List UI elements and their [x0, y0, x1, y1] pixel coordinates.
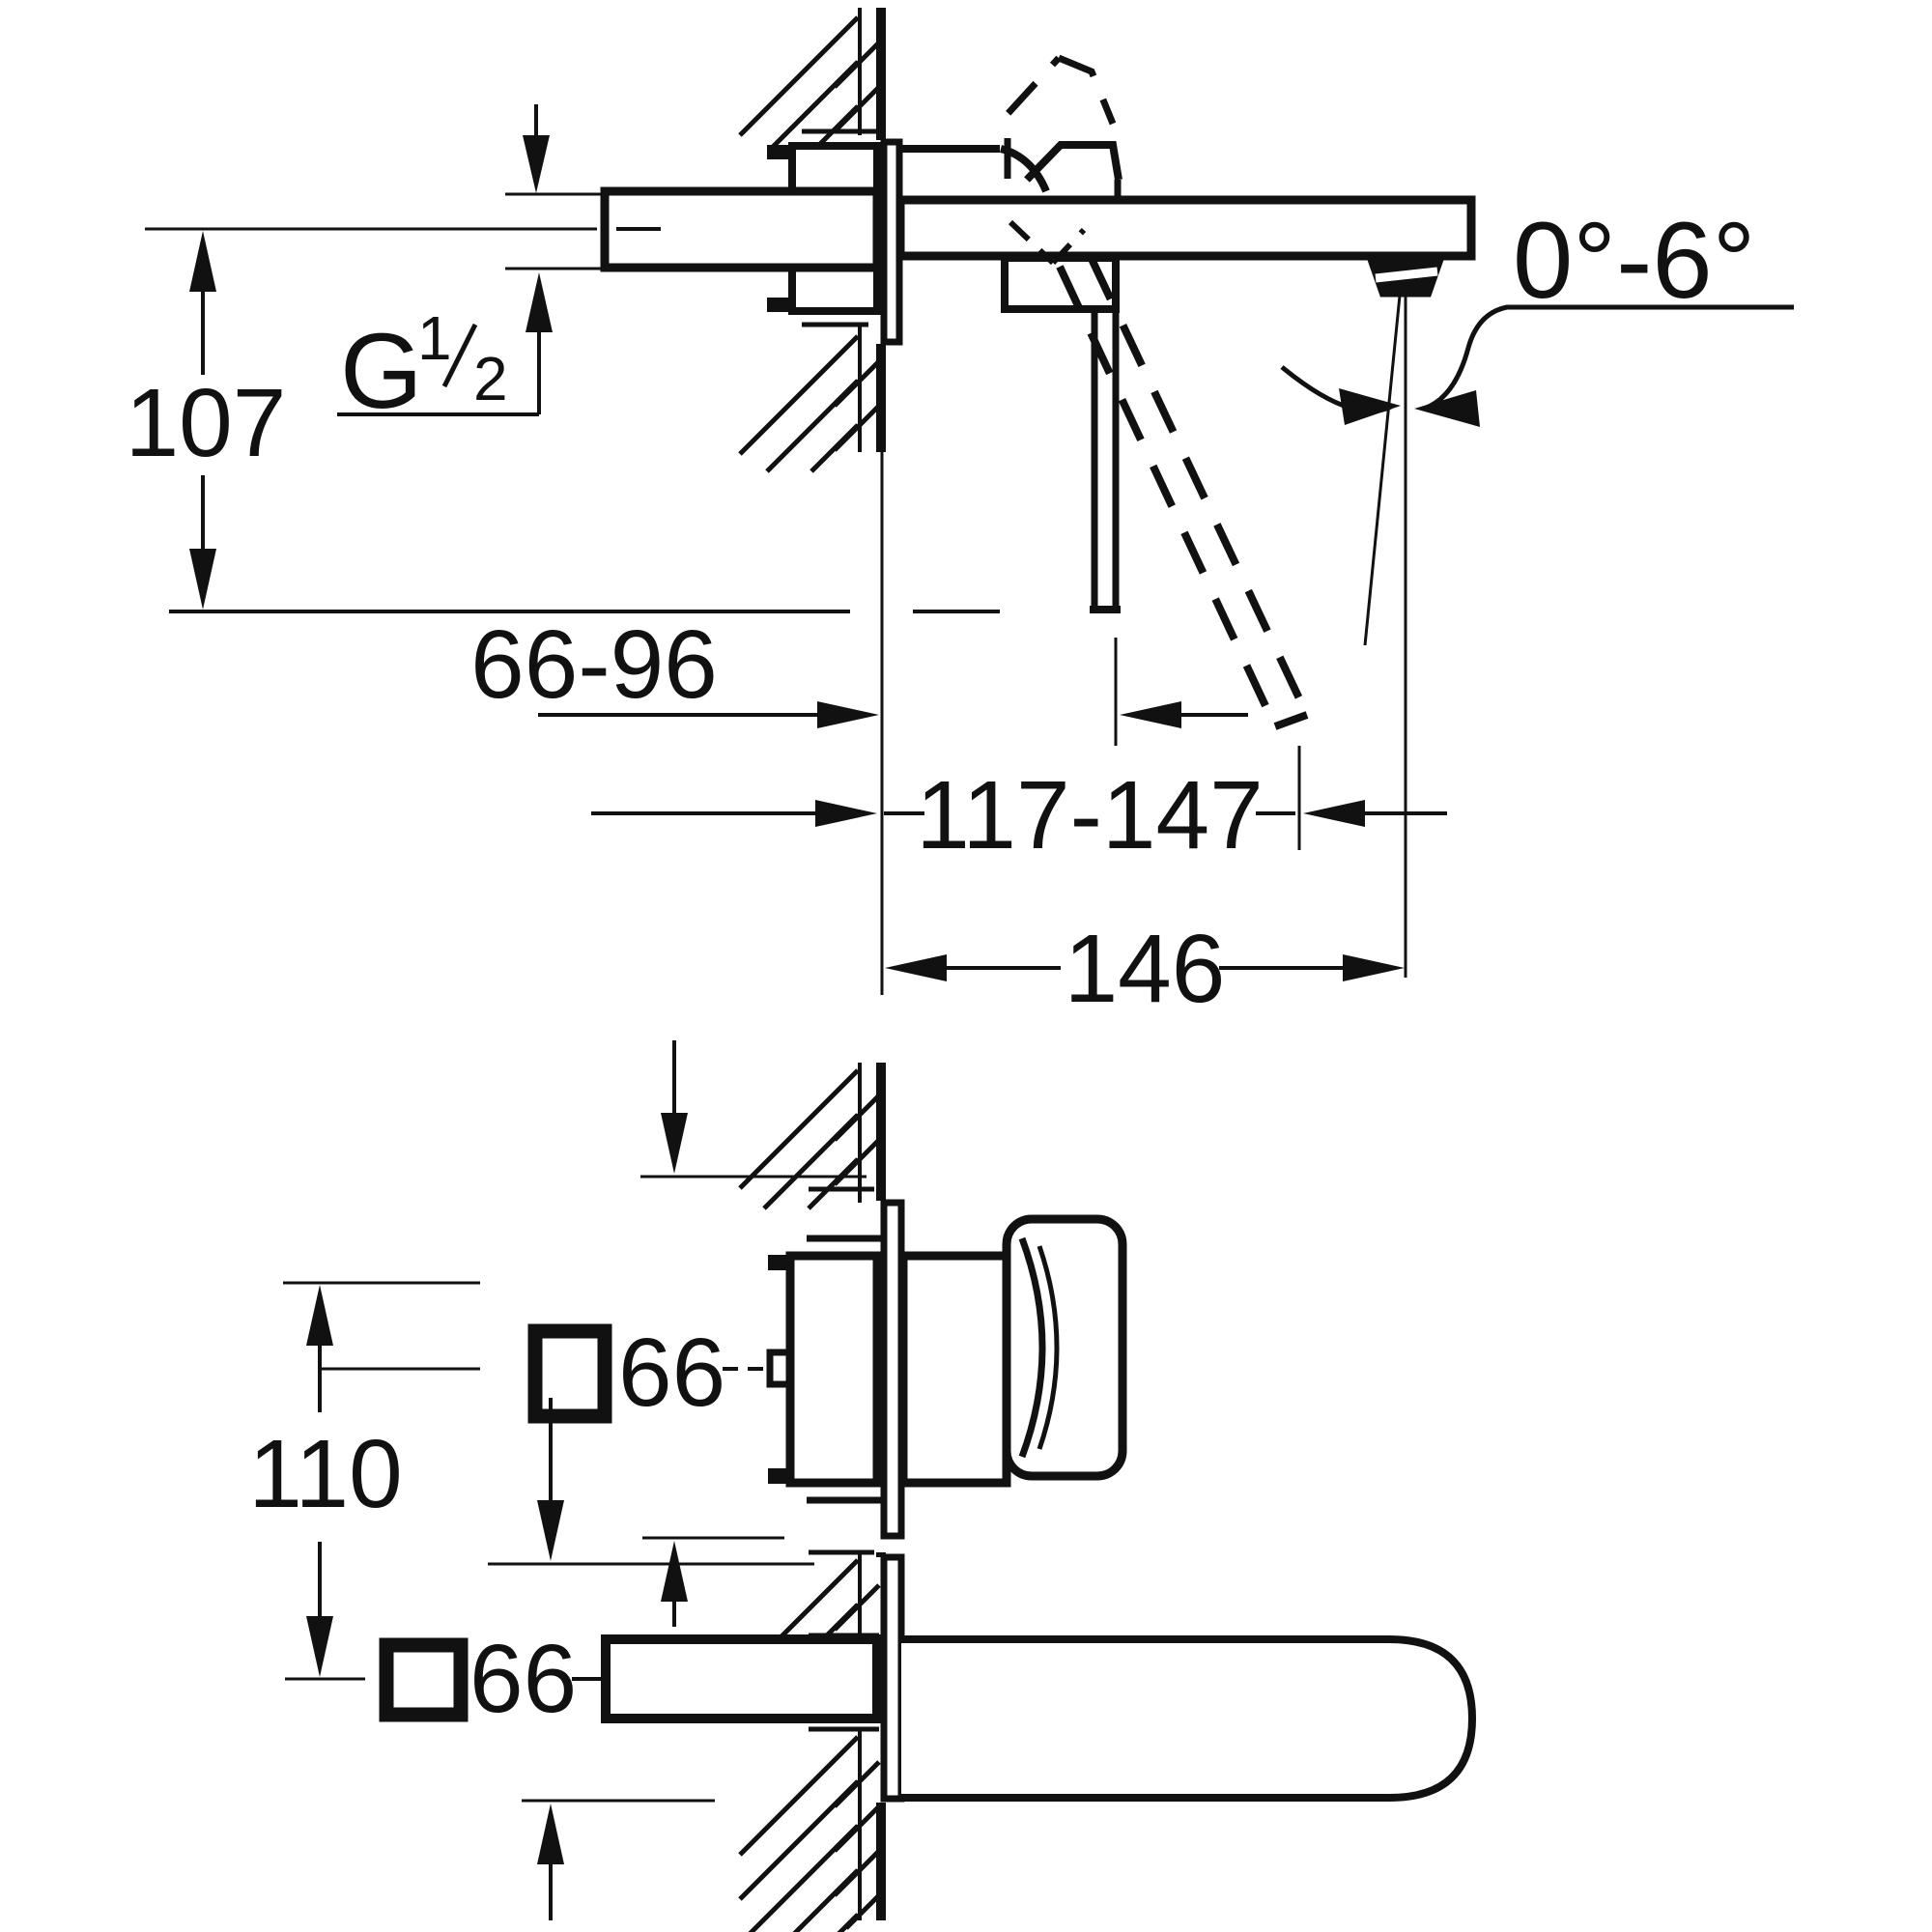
spout-bar [901, 1635, 1477, 1802]
rosette-66-callout-top: 66 [527, 1319, 725, 1427]
dimension-107: 107 [126, 227, 1000, 613]
dim-66-top-text: 66 [618, 1319, 725, 1427]
dim-66-96-text: 66-96 [470, 611, 718, 719]
dimension-146: 146 [885, 915, 1405, 1023]
body-column [1001, 254, 1121, 613]
lever-raised-dashed [1004, 54, 1117, 179]
knob-arc-2 [1037, 1245, 1060, 1450]
supply-pipe [145, 186, 882, 272]
dimension-110: 110 [248, 1281, 480, 1681]
wall-lines [802, 8, 886, 1920]
dimension-66-96: 66-96 [470, 611, 1248, 746]
dim-110-text: 110 [248, 1420, 402, 1528]
knob-arc-1 [1018, 1236, 1046, 1459]
dim-107-text: 107 [126, 369, 287, 477]
lever-lowered-dashed [1056, 257, 1311, 730]
handle-rosette-side [880, 1199, 905, 1540]
lever-pivot-dashed-detail [1008, 219, 1087, 266]
square-symbol-top [527, 1323, 612, 1424]
spout-stub [601, 1634, 882, 1723]
spout [895, 195, 1476, 261]
dimension-117-147: 117-147 [591, 746, 1447, 869]
dim-146-text: 146 [1065, 915, 1226, 1023]
set-screw [766, 1349, 793, 1388]
dim-117-147-text: 117-147 [916, 761, 1264, 869]
water-stream-lines [1363, 295, 1407, 978]
side-section-view: 0°-6° [145, 54, 1794, 978]
square-symbol-bottom [379, 1637, 469, 1722]
angle-label: 0°-6° [1513, 200, 1755, 321]
rosette-66-callout-bottom: 66 [379, 1625, 577, 1733]
thread-letter: G [340, 312, 423, 431]
thread-numerator: 1 [417, 303, 452, 373]
arc-arrowhead-left [1339, 388, 1401, 425]
handle-housing [768, 1251, 882, 1488]
handle-knob [1002, 1214, 1127, 1481]
thread-denominator: 2 [473, 344, 508, 413]
aerator [1365, 255, 1446, 298]
rosette-extent-arrows [488, 1040, 867, 1920]
lever-base-trapezoid [1024, 141, 1122, 183]
hole-layout-view [572, 1199, 1477, 1803]
spout-rosette-side [880, 1553, 905, 1803]
arc-arrowhead-right [1414, 390, 1480, 427]
dim-66-bottom-text: 66 [469, 1625, 577, 1733]
handle-inner-block [898, 1251, 1011, 1488]
dimension-g-half: G 1 2 [337, 104, 602, 431]
